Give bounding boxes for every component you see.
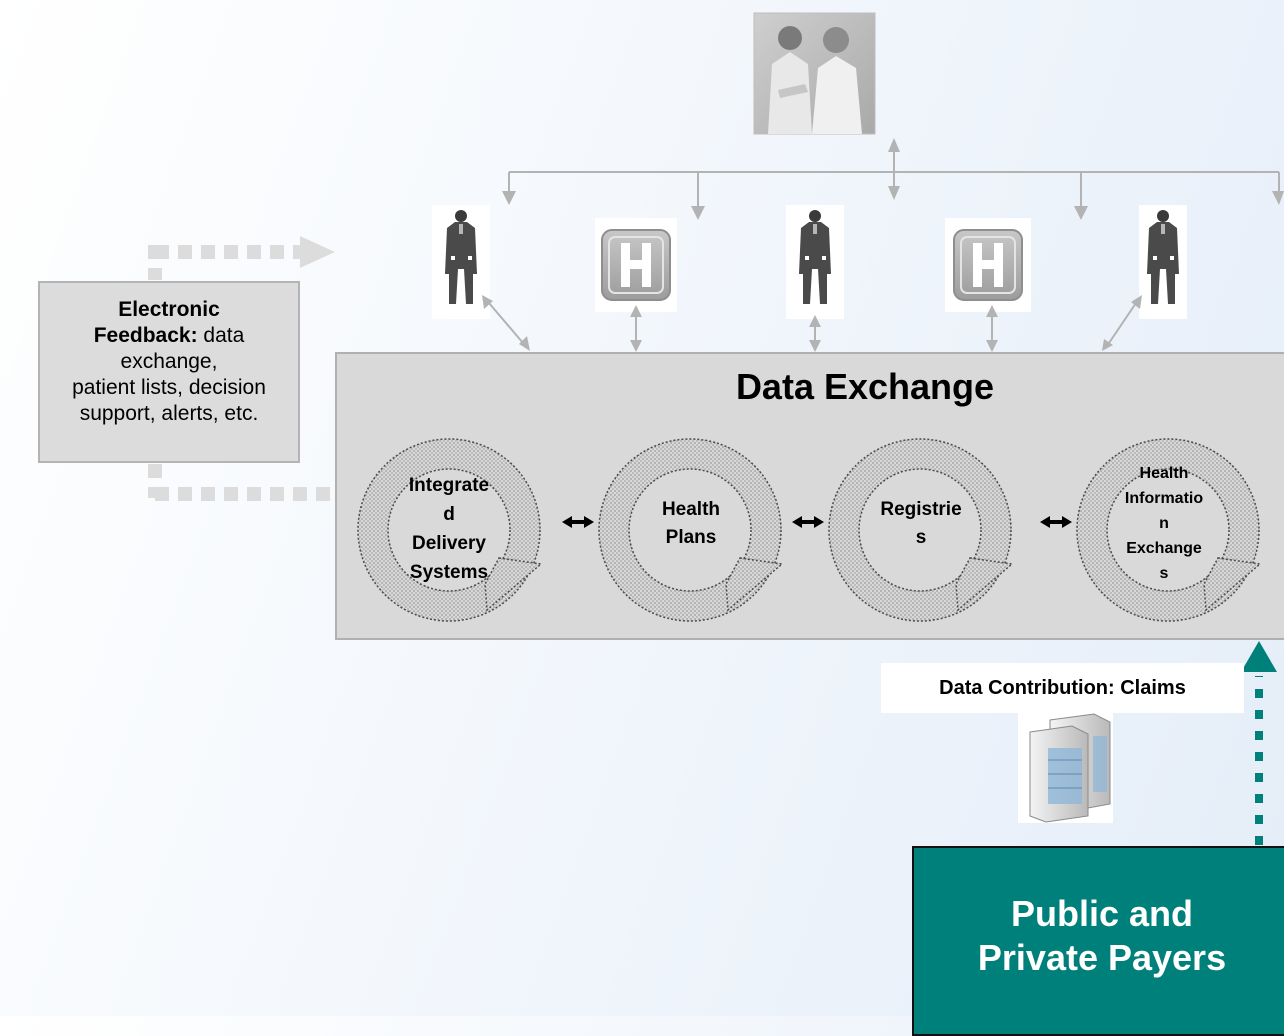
payers-box: Public and Private Payers (912, 846, 1284, 1036)
cycle-label-health-plans: Health Plans (632, 496, 750, 552)
electronic-feedback-box: Electronic Feedback: data exchange, pati… (38, 281, 300, 463)
payers-line-2: Private Payers (977, 937, 1227, 978)
cycle-line: Systems (409, 562, 489, 583)
patients-photo-icon (753, 12, 876, 135)
feedback-line-2: exchange, (120, 350, 218, 373)
distribution-connector (502, 138, 1284, 220)
cycle-label-hie: Health Informatio n Exchange s (1104, 461, 1224, 586)
double-arrow-icon (792, 516, 824, 528)
feedback-in-connector (148, 464, 336, 501)
double-arrow-icon (1040, 516, 1072, 528)
feedback-title-2: Feedback: (93, 324, 198, 347)
physician-icon (1139, 205, 1187, 319)
cycle-label-registries: Registrie s (862, 496, 980, 552)
cycle-line: Informatio (1124, 490, 1204, 507)
double-arrow-icon (562, 516, 594, 528)
cycle-line: s (915, 527, 927, 548)
cycle-line: Health (661, 499, 721, 520)
cycle-label-integrated-delivery: Integrate d Delivery Systems (390, 471, 508, 587)
physician-icon (786, 205, 844, 319)
claims-upward-arrow (1241, 641, 1277, 845)
feedback-line-3: patient lists, decision (72, 376, 266, 399)
cycle-line: Integrate (408, 475, 490, 496)
physician-icon (432, 205, 490, 319)
cycle-line: Health (1139, 465, 1189, 482)
data-contribution-label: Data Contribution: Claims (881, 663, 1244, 713)
cycle-line: d (443, 504, 455, 525)
cycle-line: n (1159, 515, 1169, 532)
cycle-line: Delivery (412, 533, 486, 554)
server-icon (1018, 713, 1113, 823)
hospital-icon (595, 218, 677, 312)
feedback-line-1: data (197, 324, 245, 347)
cycle-line: Exchange (1126, 540, 1202, 557)
data-exchange-title: Data Exchange (735, 366, 995, 407)
feedback-line-4: support, alerts, etc. (79, 402, 259, 425)
cycle-line: Registrie (880, 499, 962, 520)
feedback-title: Electronic (118, 298, 220, 321)
provider-exchange-arrows (482, 295, 1142, 352)
cycle-line: Plans (665, 527, 717, 548)
feedback-out-arrow (148, 236, 335, 280)
hospital-icon (945, 218, 1031, 312)
payers-line-1: Public and (1010, 893, 1194, 934)
cycle-line: s (1159, 565, 1169, 582)
